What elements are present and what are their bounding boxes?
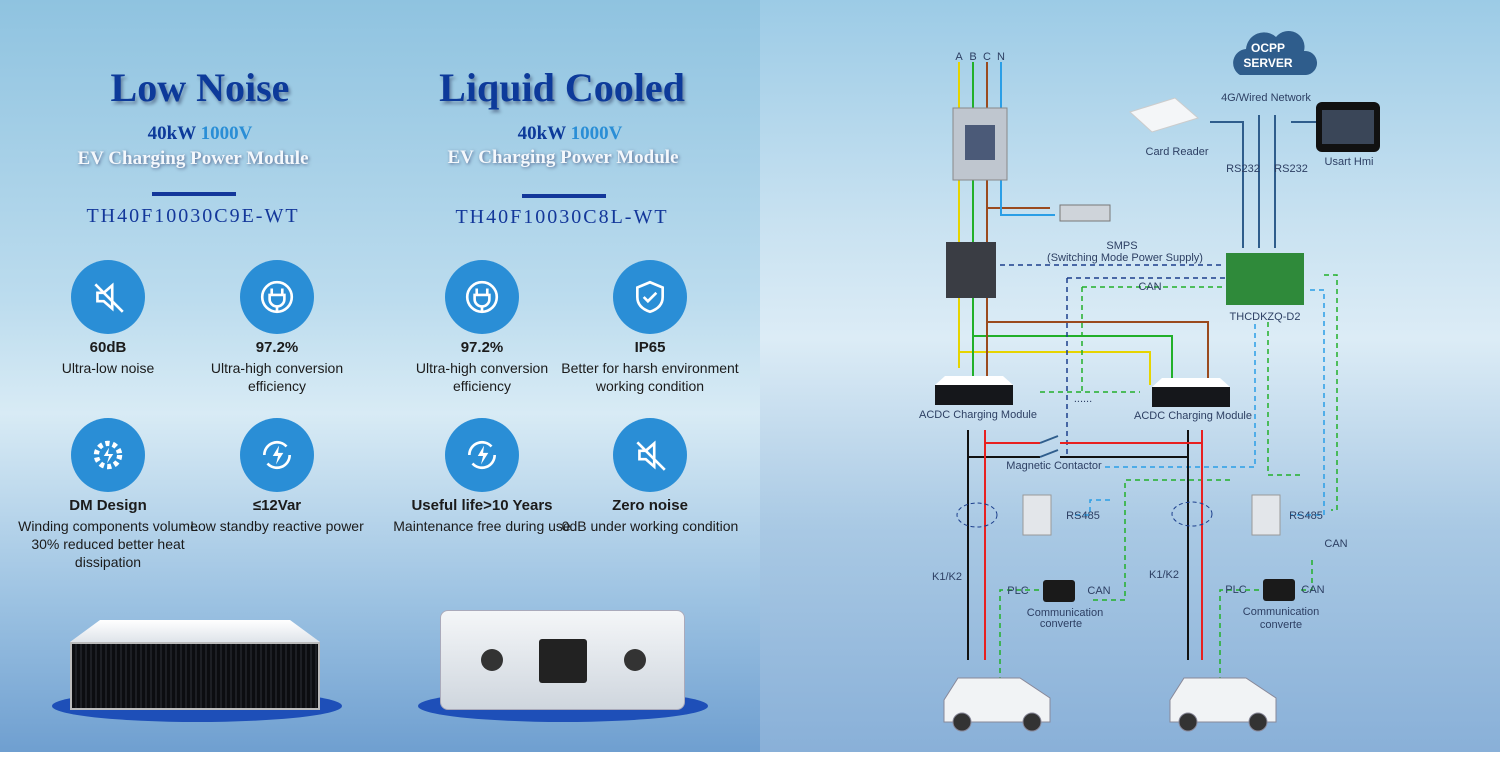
divider bbox=[152, 192, 236, 196]
module-label: ACDC Charging Module bbox=[1134, 410, 1252, 422]
product-model: TH40F10030C8L-WT bbox=[455, 206, 669, 228]
liquid-cooled-module-image bbox=[440, 610, 685, 710]
product-subtitle: EV Charging Power Module bbox=[447, 147, 679, 168]
product-spec: 40kW 1000V bbox=[517, 123, 623, 144]
phase-label: B bbox=[969, 51, 976, 63]
server-label: OCPP bbox=[1251, 41, 1285, 55]
card-reader-label: Card Reader bbox=[1146, 146, 1209, 158]
air-cooled-module-image bbox=[70, 620, 320, 710]
plug-icon bbox=[445, 260, 519, 334]
contactor-label: Magnetic Contactor bbox=[1006, 460, 1102, 472]
feature-description: Winding components volume 30% reduced be… bbox=[18, 518, 198, 570]
energy-meter-image bbox=[1251, 494, 1281, 536]
communication-converter-image bbox=[1043, 580, 1075, 602]
plc-label: PLC bbox=[1007, 585, 1028, 597]
cycle-bolt-icon bbox=[240, 418, 314, 492]
charging-module-image bbox=[1152, 387, 1230, 407]
smps-label: SMPS bbox=[1106, 240, 1137, 252]
feature-text: 60dB Ultra-low noise bbox=[18, 339, 198, 377]
wiring-diagram-panel: OCPP SERVER 4G/Wired Network A B C N Car… bbox=[760, 0, 1500, 752]
k1k2-label: K1/K2 bbox=[932, 571, 962, 583]
wiring-diagram: OCPP SERVER 4G/Wired Network A B C N Car… bbox=[919, 30, 1380, 732]
feature-description: Maintenance free during use bbox=[393, 518, 571, 534]
product-spec: 40kW 1000V bbox=[147, 123, 253, 144]
hmi-label: Usart Hmi bbox=[1325, 156, 1374, 168]
smps-full-label: (Switching Mode Power Supply) bbox=[1047, 252, 1203, 264]
charging-module-image bbox=[935, 385, 1013, 405]
converter-label: Communication bbox=[1243, 606, 1319, 618]
feature-description: Ultra-high conversion efficiency bbox=[210, 360, 344, 394]
feature-value: Useful life>10 Years bbox=[411, 497, 553, 514]
gear-icon bbox=[71, 418, 145, 492]
cloud-icon bbox=[1233, 30, 1318, 76]
feature-description: Ultra-low noise bbox=[61, 360, 155, 376]
module-label: ACDC Charging Module bbox=[919, 409, 1037, 421]
card-reader-image bbox=[1129, 97, 1200, 133]
mute-speaker-icon bbox=[71, 260, 145, 334]
converter-label: Communication bbox=[1027, 607, 1103, 619]
feature-text: Zero noise 0dB under working condition bbox=[560, 497, 740, 535]
k1k2-label: K1/K2 bbox=[1149, 569, 1179, 581]
can-label: CAN bbox=[1324, 538, 1347, 550]
feature-description: Better for harsh environment working con… bbox=[561, 360, 739, 394]
network-label: 4G/Wired Network bbox=[1221, 92, 1311, 104]
feature-description: Ultra-high conversion efficiency bbox=[415, 360, 549, 394]
product-title: Liquid Cooled bbox=[439, 65, 685, 110]
feature-description: Low standby reactive power bbox=[190, 518, 364, 534]
smps-image bbox=[1059, 204, 1111, 222]
can-label: CAN bbox=[1301, 584, 1324, 596]
product-title: Low Noise bbox=[110, 65, 290, 110]
rs485-label: RS485 bbox=[1289, 510, 1323, 522]
plug-icon bbox=[240, 260, 314, 334]
feature-text: 97.2% Ultra-high conversion efficiency bbox=[392, 339, 572, 395]
ellipsis-label: ...... bbox=[1074, 393, 1092, 405]
feature-description: 0dB under working condition bbox=[561, 518, 739, 534]
phase-label: N bbox=[997, 51, 1005, 63]
plc-label: PLC bbox=[1225, 584, 1246, 596]
feature-value: 60dB bbox=[89, 339, 127, 356]
divider bbox=[522, 194, 606, 198]
energy-meter-image bbox=[1022, 494, 1052, 536]
converter-label: converte bbox=[1040, 618, 1082, 630]
product-panel: Low Noise 40kW 1000V EV Charging Power M… bbox=[0, 0, 760, 752]
phase-label: A bbox=[955, 51, 963, 63]
contactor-image bbox=[946, 242, 996, 298]
rs232-label: RS232 bbox=[1274, 163, 1308, 175]
product-subtitle: EV Charging Power Module bbox=[77, 148, 309, 169]
feature-value: IP65 bbox=[634, 339, 666, 356]
feature-value: Zero noise bbox=[612, 497, 688, 514]
product-model: TH40F10030C9E-WT bbox=[86, 205, 300, 227]
shield-check-icon bbox=[613, 260, 687, 334]
feature-text: 97.2% Ultra-high conversion efficiency bbox=[187, 339, 367, 395]
cycle-bolt-icon bbox=[445, 418, 519, 492]
feature-value: DM Design bbox=[69, 497, 147, 514]
converter-label: converte bbox=[1260, 619, 1302, 631]
phase-label: C bbox=[983, 51, 991, 63]
feature-value: 97.2% bbox=[460, 339, 504, 356]
mute-speaker-icon bbox=[613, 418, 687, 492]
rs232-label: RS232 bbox=[1226, 163, 1260, 175]
can-label: CAN bbox=[1138, 281, 1161, 293]
controller-board-image bbox=[1226, 253, 1304, 305]
ev-car-icon bbox=[943, 677, 1277, 732]
controller-label: THCDKZQ-D2 bbox=[1230, 311, 1301, 323]
server-label: SERVER bbox=[1243, 56, 1292, 70]
communication-converter-image bbox=[1263, 579, 1295, 601]
feature-value: ≤12Var bbox=[252, 497, 302, 514]
rs485-label: RS485 bbox=[1066, 510, 1100, 522]
feature-value: 97.2% bbox=[255, 339, 299, 356]
can-label: CAN bbox=[1087, 585, 1110, 597]
